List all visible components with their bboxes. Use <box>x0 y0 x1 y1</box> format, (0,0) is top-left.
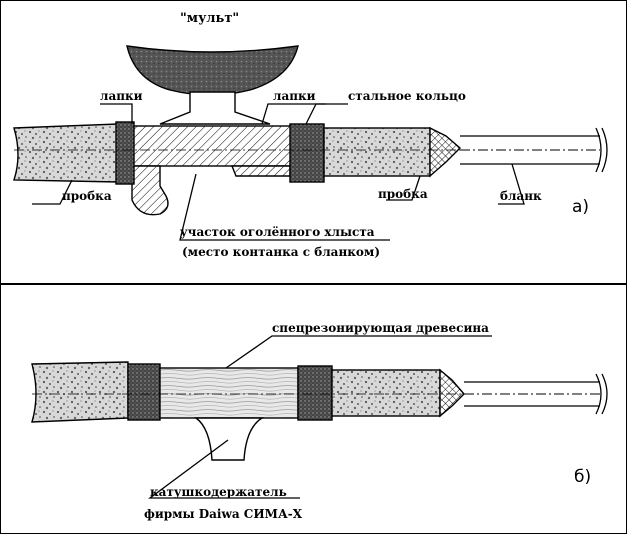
seat-hook <box>131 165 169 216</box>
cork-right-a <box>323 127 431 177</box>
ring-left-b <box>127 363 161 421</box>
resonant-wood <box>159 367 299 419</box>
label-reel: "мульт" <box>180 11 239 26</box>
cork-right-b <box>331 369 441 417</box>
winding-cone-a <box>429 126 462 178</box>
label-cork-left: пробка <box>62 189 112 203</box>
reel-body <box>126 45 299 96</box>
cork-left-b <box>31 361 129 423</box>
steel-ring-a <box>289 123 325 183</box>
reel-foot <box>159 91 271 125</box>
panel-tag-a: а) <box>572 197 589 217</box>
exposed-blank-a <box>131 125 293 167</box>
ring-left-a <box>115 121 135 185</box>
label-steel-ring: стальное кольцо <box>348 89 466 103</box>
label-holder-2: фирмы Daiwa СИМА-X <box>144 507 303 521</box>
label-exposed-2: (место контанка с бланком) <box>182 245 380 259</box>
label-lapki-left: лапки <box>100 89 143 103</box>
panel-a: "мульт" лапки лапки стальное кольцо проб… <box>13 11 608 259</box>
cork-left-a <box>13 123 119 183</box>
winding-cone-b <box>439 368 465 418</box>
panel-b: спецрезонирующая древесина катушкодержат… <box>31 321 608 521</box>
label-blank: бланк <box>500 189 542 203</box>
reel-seat-foot-b <box>193 417 265 461</box>
seat-nut <box>230 165 291 177</box>
label-cork-right: пробка <box>378 187 428 201</box>
label-holder-1: катушкодержатель <box>150 485 287 499</box>
panel-tag-b: б) <box>574 467 591 487</box>
label-wood: спецрезонирующая древесина <box>272 321 489 335</box>
ring-right-b <box>297 365 333 421</box>
label-lapki-right: лапки <box>273 89 316 103</box>
label-exposed-1: участок оголённого хлыста <box>180 225 375 239</box>
